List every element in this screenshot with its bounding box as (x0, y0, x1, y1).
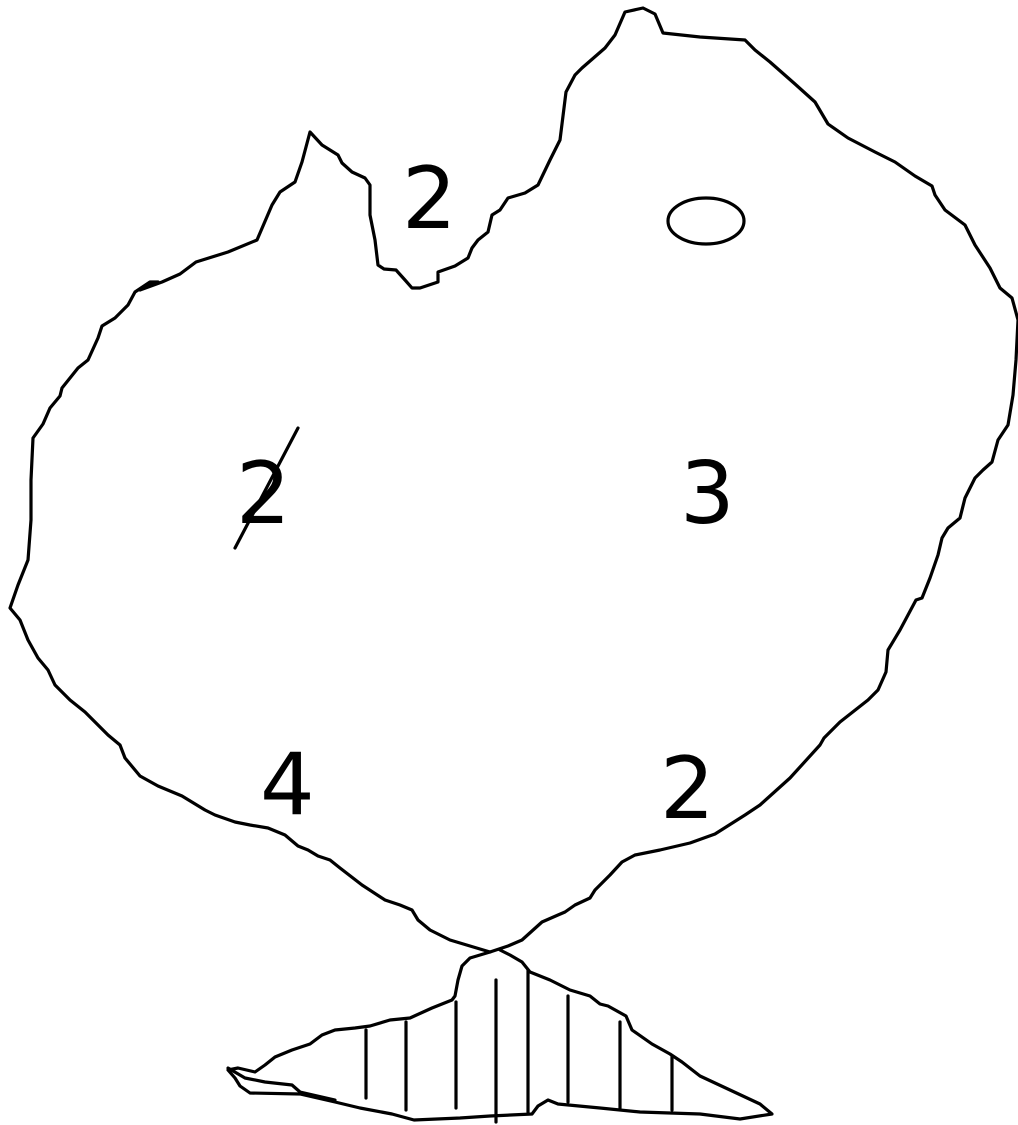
label-right-mid: 3 (680, 444, 735, 544)
label-bottom-right: 2 (660, 739, 715, 839)
label-bottom-left: 4 (260, 735, 315, 835)
crown-outline (10, 8, 1018, 952)
trunk-hatching (366, 970, 672, 1122)
label-top-right-oval (668, 198, 744, 244)
label-top-notch: 2 (402, 149, 457, 249)
